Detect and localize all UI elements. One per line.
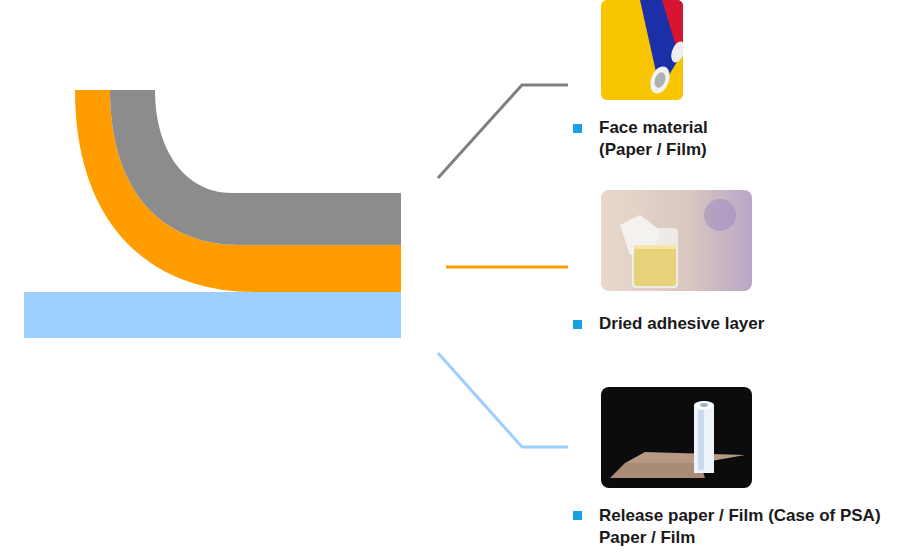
laminate-layers [24, 90, 401, 338]
bullet-squares [573, 124, 582, 520]
leader-lines [438, 85, 568, 447]
caption-label: Dried adhesive layer [599, 313, 764, 335]
caption-label: Release paper / Film (Case of PSA) Paper… [599, 505, 891, 549]
release-liner-photo [601, 387, 752, 488]
caption-label: Face material (Paper / Film) [599, 117, 739, 161]
beaker-photo [601, 190, 752, 291]
film-rolls-photo [601, 0, 683, 100]
